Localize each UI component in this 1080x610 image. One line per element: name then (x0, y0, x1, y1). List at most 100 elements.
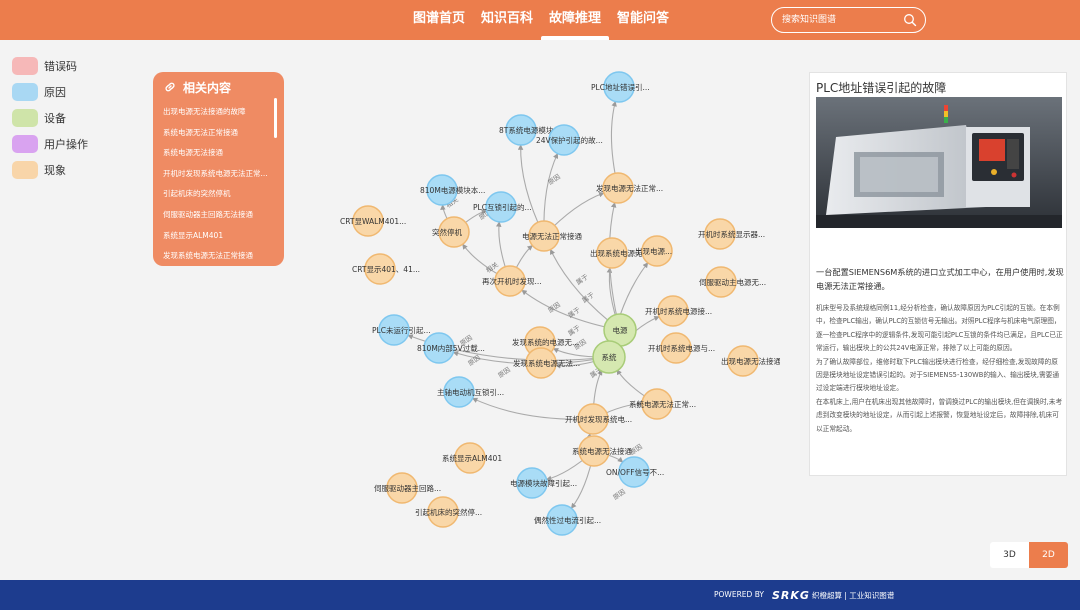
graph-node-phen[interactable]: 再次开机时发现... (482, 265, 542, 297)
fault-detail-card: PLC地址错误引起的故障 (809, 72, 1067, 476)
knowledge-graph[interactable]: 属于属于属于属于原因原因原因相关原因相关原因原因属于原因原因原因 PLC地址错误… (320, 60, 788, 540)
graph-node-circle[interactable] (603, 71, 635, 103)
graph-node-circle[interactable] (641, 388, 673, 420)
related-content-list: 出现电源无法接通的故障系统电源无法正常接通系统电源无法接通开机时发现系统电源无法… (153, 102, 284, 266)
graph-node-cause[interactable]: 24V保护引起的故... (536, 124, 603, 156)
graph-node-circle[interactable] (443, 376, 475, 408)
graph-node-phen[interactable]: 突然停机 (432, 216, 470, 248)
graph-node-phen[interactable]: 发现系统电源无法... (513, 347, 580, 379)
graph-node-cause[interactable]: PLC互锁引起的... (473, 191, 532, 223)
graph-node-cause[interactable]: PLC地址错误引... (591, 71, 650, 103)
graph-node-circle[interactable] (485, 191, 517, 223)
related-content-item[interactable]: 引起机床的突然停机 (163, 189, 231, 199)
graph-node-cause[interactable]: 810M内部5V过载... (417, 332, 485, 364)
graph-node-phen[interactable]: 引起机床的突然停... (415, 496, 482, 528)
search-input[interactable] (782, 12, 900, 28)
graph-node-label: PLC未运行引起... (372, 325, 431, 335)
graph-node-label: 8T系统电源模块O... (499, 125, 566, 135)
graph-node-label: PLC互锁引起的... (473, 202, 532, 212)
graph-node-phen[interactable]: 出现电源... (635, 235, 673, 267)
graph-node-circle[interactable] (525, 347, 557, 379)
legend-swatch (12, 83, 38, 101)
graph-node-circle[interactable] (423, 332, 455, 364)
graph-node-phen[interactable]: 发现电源无法正常... (596, 172, 663, 204)
graph-node-phen[interactable]: 开机时系统显示器... (698, 218, 765, 250)
graph-node-cause[interactable]: 8T系统电源模块O... (499, 114, 566, 146)
related-scrollbar[interactable] (274, 98, 277, 138)
related-content-item[interactable]: 出现电源无法接通的故障 (163, 107, 246, 116)
graph-node-phen[interactable]: 出现电源无法接通... (721, 345, 788, 377)
legend-item[interactable]: 原因 (12, 79, 88, 105)
legend-item[interactable]: 用户操作 (12, 131, 88, 157)
graph-node-phen[interactable]: 伺服驱动器主回路... (374, 472, 441, 504)
nav-item[interactable]: 故障推理 (541, 0, 610, 40)
nav-item[interactable]: 知识百科 (481, 11, 534, 26)
legend-item[interactable]: 现象 (12, 157, 88, 183)
graph-node-cause[interactable]: 偶然性过电流引起... (534, 504, 601, 536)
graph-node-circle[interactable] (378, 314, 410, 346)
graph-node-circle[interactable] (704, 218, 736, 250)
graph-node-phen[interactable]: 系统电源无法接通 (572, 435, 632, 467)
graph-node-circle[interactable] (641, 235, 673, 267)
graph-node-phen[interactable]: 开机时系统电源与... (648, 332, 715, 364)
graph-node-phen[interactable]: 系统电源无法正常... (629, 388, 696, 420)
graph-node-circle[interactable] (618, 456, 650, 488)
3d-view-button[interactable]: 3D (990, 542, 1029, 568)
graph-node-cause[interactable]: 电源模块故障引起... (510, 467, 577, 499)
graph-node-circle[interactable] (592, 340, 626, 374)
graph-node-phen[interactable]: CRT显示401、41... (352, 253, 420, 285)
related-content-item[interactable]: 开机时发现系统电源无法正常... (163, 168, 268, 178)
graph-node-phen[interactable]: 系统显示ALM401 (442, 442, 502, 474)
edge-label: 属于 (567, 323, 583, 337)
graph-node-circle[interactable] (548, 124, 580, 156)
graph-node-circle[interactable] (516, 467, 548, 499)
graph-node-cause[interactable]: ON/OFF信号不... (606, 456, 664, 488)
graph-node-circle[interactable] (657, 295, 689, 327)
nav-item[interactable]: 智能问答 (617, 11, 670, 26)
graph-node-circle[interactable] (577, 403, 609, 435)
legend-item[interactable]: 设备 (12, 105, 88, 131)
graph-node-cause[interactable]: 主轴电动机互锁引... (437, 376, 504, 408)
graph-node-phen[interactable]: 电源无法正常接通 (522, 220, 582, 252)
graph-node-circle[interactable] (352, 205, 384, 237)
graph-node-circle[interactable] (578, 435, 610, 467)
graph-node-circle[interactable] (426, 174, 458, 206)
graph-node-cause[interactable]: 810M电源模块本... (420, 174, 485, 206)
graph-node-circle[interactable] (505, 114, 537, 146)
graph-node-circle[interactable] (427, 496, 459, 528)
graph-node-phen[interactable]: 开机时系统电源接... (645, 295, 712, 327)
related-content-item[interactable]: 系统电源无法接通 (163, 148, 223, 158)
graph-node-device[interactable]: 系统 (592, 340, 626, 374)
graph-node-phen[interactable]: 伺服驱动主电源无... (699, 266, 766, 298)
detail-paragraph: 为了确认故障部位，维修时取下PLC输出模块进行检查，经仔细检查,发现故障的原因是… (816, 357, 1060, 393)
graph-node-circle[interactable] (386, 472, 418, 504)
main-nav: 图谱首页知识百科故障推理智能问答 (405, 0, 677, 40)
graph-node-circle[interactable] (602, 172, 634, 204)
graph-node-circle[interactable] (364, 253, 396, 285)
legend-swatch (12, 109, 38, 127)
related-content-item[interactable]: 伺服驱动器主回路无法接通 (163, 209, 253, 219)
legend-item[interactable]: 错误码 (12, 53, 88, 79)
2d-view-button[interactable]: 2D (1029, 542, 1068, 568)
graph-node-circle[interactable] (705, 266, 737, 298)
graph-node-circle[interactable] (454, 442, 486, 474)
graph-node-circle[interactable] (528, 220, 560, 252)
graph-node-cause[interactable]: PLC未运行引起... (372, 314, 431, 346)
graph-node-circle[interactable] (546, 504, 578, 536)
graph-node-circle[interactable] (727, 345, 759, 377)
nav-item[interactable]: 图谱首页 (413, 11, 466, 26)
related-content-item[interactable]: 系统显示ALM401 (163, 230, 224, 240)
related-content-item[interactable]: 发现系统电源无法正常接通 (163, 251, 253, 261)
graph-node-phen[interactable]: 开机时发现系统电... (565, 403, 632, 435)
related-content-item[interactable]: 系统电源无法正常接通 (163, 127, 238, 137)
graph-node-circle[interactable] (438, 216, 470, 248)
company-name: 织橙超算 | 工业知识图谱 (812, 591, 895, 600)
graph-node-circle[interactable] (596, 237, 628, 269)
graph-node-circle[interactable] (494, 265, 526, 297)
graph-node-phen[interactable]: CRT显WALM401... (340, 205, 406, 237)
search-icon[interactable] (903, 13, 917, 27)
graph-node-label: 开机时系统电源与... (648, 343, 715, 353)
graph-node-phen[interactable]: 出现系统电源无法... (590, 237, 657, 269)
graph-node-circle[interactable] (660, 332, 692, 364)
